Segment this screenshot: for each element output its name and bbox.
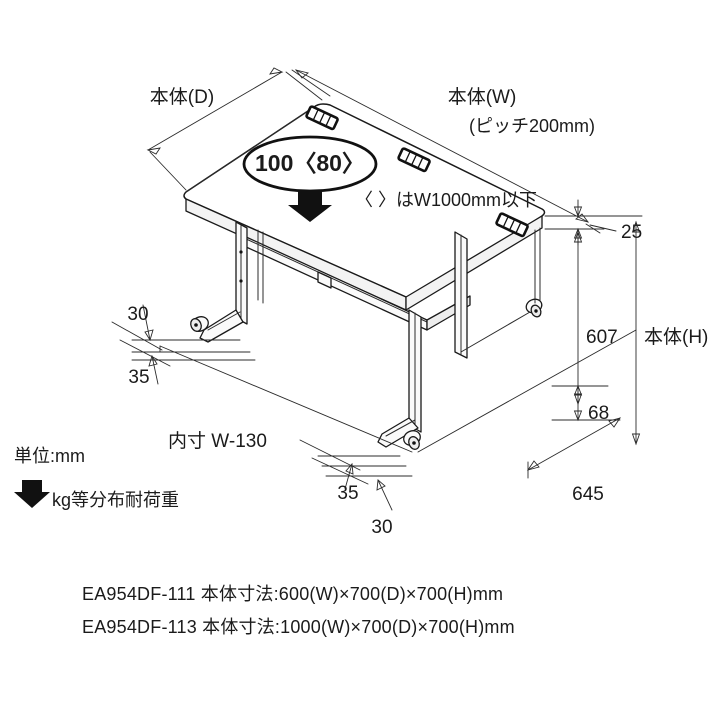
- caster-wheel-icon: [525, 298, 543, 318]
- caster-wheel-icon: [403, 430, 421, 450]
- dimension-caster-offset-right: 35 30: [299, 439, 413, 538]
- dimension-caster-height: 68: [551, 384, 621, 424]
- dimension-leg-height: 607: [573, 230, 618, 406]
- label-inner-width: 内寸 W-130: [168, 430, 267, 452]
- dim-left-30-label: 30: [127, 304, 148, 325]
- right-front-leg-assembly: [377, 309, 422, 450]
- dim-645-label: 645: [572, 484, 604, 505]
- load-condition-note: 〈 〉はW1000mm以下: [355, 190, 537, 210]
- units-note: 単位:mm: [14, 446, 85, 466]
- down-arrow-icon: [14, 480, 50, 508]
- cable-grommet-slot-icon: [495, 212, 529, 238]
- cable-grommet-slot-icon: [397, 147, 431, 173]
- dimension-base-depth: 645: [526, 417, 622, 505]
- dimension-depth: [146, 67, 323, 191]
- cable-grommet-slot-icon: [305, 105, 339, 131]
- right-rear-leg-assembly: [454, 227, 543, 359]
- label-depth: 本体(D): [150, 86, 214, 108]
- dimension-overall-height: 本体(H): [603, 215, 708, 446]
- dim-25-label: 25: [621, 222, 642, 243]
- left-leg-assembly: [190, 221, 264, 343]
- dim-right-35-label: 35: [337, 483, 358, 504]
- dimension-width: [291, 69, 601, 234]
- spec-line-1: EA954DF-111 本体寸法:600(W)×700(D)×700(H)mm: [82, 584, 503, 604]
- dim-607-label: 607: [586, 327, 618, 348]
- load-callout: 100〈80〉: [242, 135, 378, 222]
- dim-right-30-label: 30: [371, 517, 392, 538]
- label-height: 本体(H): [644, 326, 708, 348]
- down-arrow-icon: [288, 191, 332, 222]
- load-legend-note: kg等分布耐荷重: [52, 490, 179, 510]
- label-width: 本体(W): [448, 86, 517, 108]
- spec-line-2: EA954DF-113 本体寸法:1000(W)×700(D)×700(H)mm: [82, 617, 515, 637]
- dimension-caster-offset-left: 30 35: [111, 304, 256, 388]
- dim-left-35-label: 35: [128, 367, 149, 388]
- caster-wheel-icon: [190, 316, 209, 332]
- dim-68-label: 68: [588, 403, 609, 424]
- label-width-pitch: (ピッチ200mm): [469, 116, 595, 136]
- load-value: 100〈80〉: [255, 150, 365, 176]
